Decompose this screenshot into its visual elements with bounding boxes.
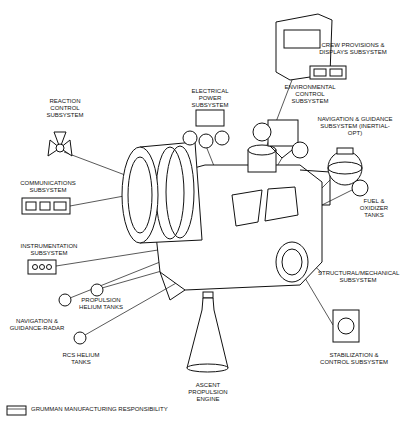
comms-panel — [40, 202, 50, 210]
subsystem-label: COMMUNICATIONS SUBSYSTEM — [18, 180, 78, 194]
legend-text: GRUMMAN MANUFACTURING RESPONSIBILITY — [31, 406, 201, 413]
display-panel — [310, 66, 346, 79]
aft-equipment-bay — [300, 170, 330, 205]
cylinder-face-ring — [128, 157, 152, 233]
legend-row: GRUMMAN MANUFACTURING RESPONSIBILITY — [6, 404, 206, 418]
subsystem-label: INSTRUMENTATION SUBSYSTEM — [14, 243, 84, 257]
helium-tank — [91, 284, 103, 296]
ecs-tank — [253, 123, 271, 141]
tank-sphere — [183, 131, 197, 145]
legend-swatch — [6, 405, 28, 417]
subsystem-label: REACTION CONTROL SUBSYSTEM — [36, 98, 94, 119]
legend-sample-line — [7, 409, 26, 410]
subsystem-label: ENVIRONMENTAL CONTROL SUBSYSTEM — [280, 84, 340, 105]
subsystem-label: FUEL & OXIDIZER TANKS — [352, 198, 396, 219]
imu-sphere — [328, 151, 362, 185]
thruster-cluster — [56, 144, 64, 152]
subsystem-label: NAVIGATION & GUIDANCE SUBSYSTEM (INERTIA… — [316, 116, 394, 137]
hatch — [276, 242, 308, 282]
ecs-plumbing — [270, 146, 292, 158]
leader-line — [305, 278, 333, 325]
cylinder-face — [122, 147, 158, 243]
tank-sphere — [215, 131, 229, 145]
instrument-box — [28, 260, 56, 274]
hatch-ring — [282, 249, 302, 275]
engine-mount — [203, 292, 213, 298]
display-window — [330, 69, 342, 76]
window — [232, 190, 262, 226]
body-edge — [160, 272, 185, 300]
ecs-tank — [292, 142, 308, 158]
window — [265, 187, 298, 221]
battery-box — [196, 110, 224, 126]
subsystem-label: PROPULSION HELIUM TANKS — [76, 297, 126, 311]
leader-line — [70, 262, 160, 298]
subsystem-label: STRUCTURAL/MECHANICAL SUBSYSTEM — [318, 270, 398, 284]
subsystem-label: NAVIGATION & GUIDANCE-RADAR — [4, 318, 70, 332]
imu-gimbal — [328, 162, 362, 174]
fuel-tank — [352, 180, 368, 196]
control-unit — [333, 310, 359, 342]
subsystem-label: STABILIZATION & CONTROL SUBSYSTEM — [314, 352, 394, 366]
subsystem-label: ASCENT PROPULSION ENGINE — [180, 382, 236, 403]
comms-box — [22, 198, 70, 214]
radar-antenna — [59, 294, 71, 306]
leader-line — [102, 270, 165, 288]
leader-line — [70, 196, 124, 206]
leader-line — [56, 250, 158, 266]
subsystem-label: ELECTRICAL POWER SUBSYSTEM — [180, 88, 240, 109]
instrument-dial — [33, 265, 38, 270]
leader-line — [322, 190, 352, 205]
instrument-dial — [40, 265, 45, 270]
tank-sphere — [199, 134, 213, 148]
comms-panel — [26, 202, 36, 210]
legend-sample — [7, 406, 26, 415]
nozzle-exit — [187, 364, 228, 372]
cylinder-ring — [166, 146, 194, 238]
display-window — [314, 69, 326, 76]
subsystem-label: RCS HELIUM TANKS — [56, 352, 106, 366]
leader-line — [64, 152, 133, 178]
leader-line — [206, 146, 214, 166]
comms-panel — [54, 202, 66, 210]
console-panel — [284, 30, 320, 48]
control-dial — [338, 318, 354, 334]
instrument-dial — [47, 265, 52, 270]
engine-nozzle — [187, 298, 228, 368]
helium-tank — [74, 332, 86, 344]
ecs-unit — [268, 120, 298, 146]
imu-mount — [337, 148, 353, 154]
subsystem-label: CREW PROVISIONS & DISPLAYS SUBSYSTEM — [316, 42, 390, 56]
